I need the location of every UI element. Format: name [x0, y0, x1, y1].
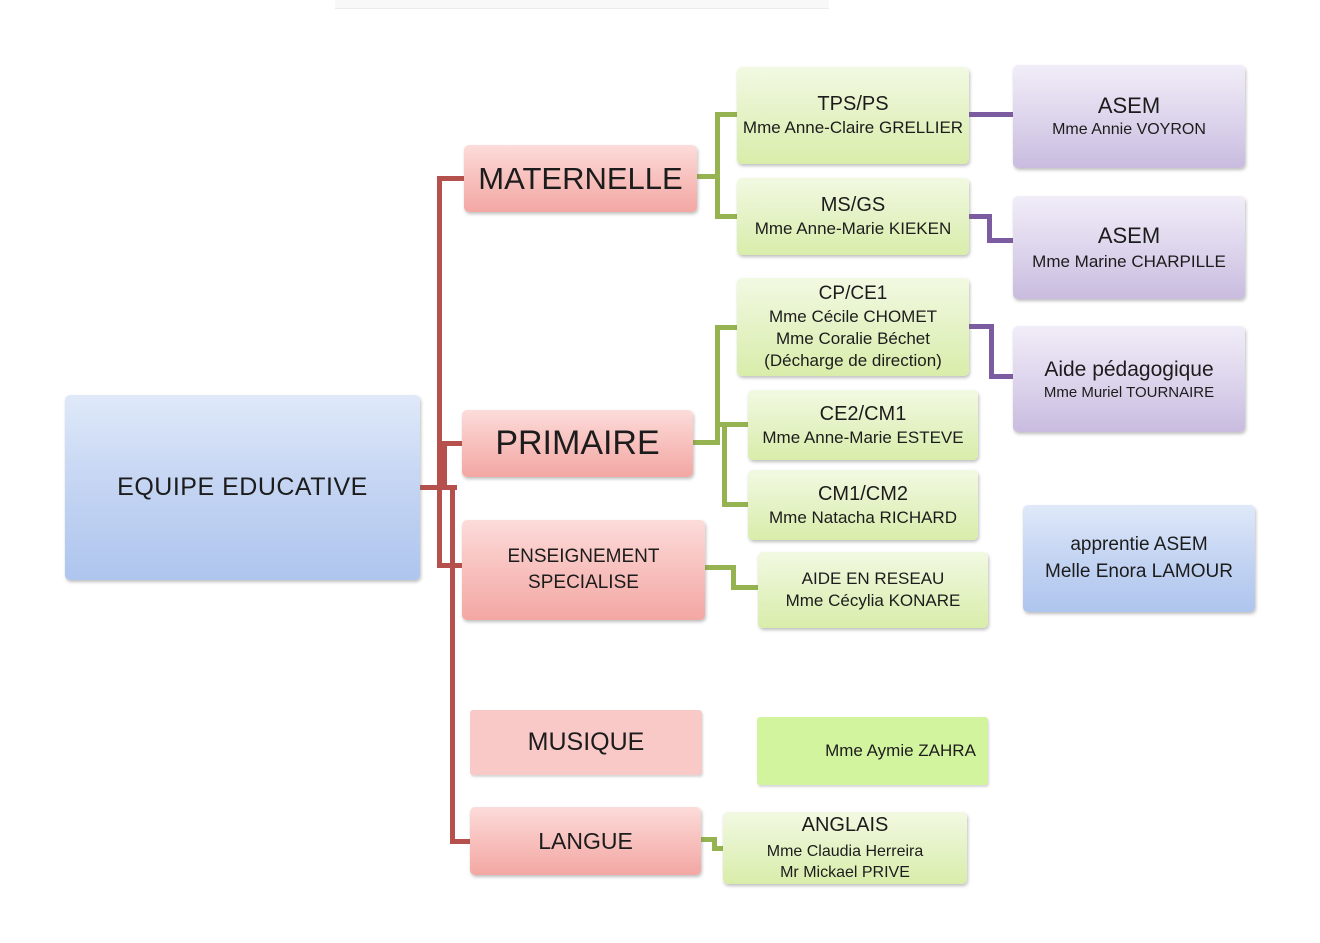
cropped-title-bar — [335, 0, 829, 9]
connector-green-primaire-out — [693, 440, 720, 445]
connector-purple-msgs-h2 — [987, 238, 1013, 243]
class-teacher: Mme Coralie Béchet — [775, 328, 930, 348]
class-title: MS/GS — [820, 194, 886, 217]
node-asem-voyron: ASEM Mme Annie VOYRON — [1013, 65, 1245, 168]
class-title: TPS/PS — [817, 93, 889, 116]
connector-green-maternelle-trunk — [715, 112, 720, 219]
node-musique: MUSIQUE — [470, 710, 702, 775]
connector-green-stub-msgs — [715, 214, 737, 219]
category-label: MATERNELLE — [478, 160, 683, 196]
connector-green-primaire-trunk — [715, 325, 720, 445]
assistant-name: Mme Muriel TOURNAIRE — [1043, 383, 1215, 401]
class-title: CM1/CM2 — [817, 482, 908, 505]
class-title: ANGLAIS — [801, 814, 889, 836]
connector-green-primaire-trunk2 — [722, 422, 727, 507]
node-ms-gs: MS/GS Mme Anne-Marie KIEKEN — [737, 178, 969, 255]
connector-green-langue-h2 — [712, 846, 724, 851]
connector-green-enseignement-h2 — [731, 585, 758, 590]
node-aide-en-reseau: AIDE EN RESEAU Mme Cécylia KONARE — [758, 552, 988, 628]
node-enseignement-specialise: ENSEIGNEMENT SPECIALISE — [462, 520, 705, 620]
node-tps-ps: TPS/PS Mme Anne-Claire GRELLIER — [737, 67, 969, 164]
assistant-title: Aide pédagogique — [1044, 357, 1214, 381]
class-teacher: Mr Mickael PRIVE — [780, 864, 910, 882]
connector-red-stub-maternelle — [437, 176, 465, 181]
assistant-title: apprentie ASEM — [1070, 533, 1208, 555]
class-title: CP/CE1 — [818, 282, 888, 304]
connector-green-stub-cm1cm2 — [722, 502, 748, 507]
node-maternelle: MATERNELLE — [464, 145, 697, 212]
connector-green-maternelle-out — [695, 174, 718, 179]
connector-green-enseignement-v — [731, 565, 736, 590]
category-label: MUSIQUE — [527, 728, 645, 756]
class-teacher: Mme Anne-Marie KIEKEN — [754, 219, 952, 239]
class-note: (Décharge de direction) — [764, 350, 942, 370]
node-apprentie-asem: apprentie ASEM Melle Enora LAMOUR — [1023, 505, 1255, 612]
class-title: CE2/CM1 — [819, 402, 907, 425]
node-musique-teacher: Mme Aymie ZAHRA — [757, 717, 988, 785]
class-teacher: Mme Cécylia KONARE — [785, 591, 961, 610]
node-primaire: PRIMAIRE — [462, 410, 693, 477]
class-teacher: Mme Cécile CHOMET — [768, 306, 938, 326]
assistant-title: ASEM — [1097, 223, 1161, 249]
connector-green-stub-ce2cm1 — [715, 422, 748, 427]
class-teacher: Mme Natacha RICHARD — [769, 507, 957, 527]
connector-purple-cpce1-v — [989, 324, 994, 379]
connector-green-stub-cpce1 — [715, 325, 737, 330]
connector-purple-cpce1-h2 — [989, 374, 1013, 379]
connector-purple-msgs-h1 — [968, 214, 992, 219]
node-asem-charpille: ASEM Mme Marine CHARPILLE — [1013, 196, 1245, 299]
connector-red-trunk-primaire — [442, 441, 447, 490]
assistant-name: Melle Enora LAMOUR — [1045, 560, 1233, 582]
node-cp-ce1: CP/CE1 Mme Cécile CHOMET Mme Coralie Béc… — [737, 278, 969, 376]
class-teacher: Mme Anne-Claire GRELLIER — [742, 118, 964, 138]
category-label-line2: SPECIALISE — [528, 572, 639, 593]
node-ce2-cm1: CE2/CM1 Mme Anne-Marie ESTEVE — [748, 390, 978, 460]
category-label: LANGUE — [538, 827, 633, 854]
class-teacher: Mme Claudia Herreira — [766, 843, 924, 861]
connector-green-langue-h1 — [700, 837, 717, 842]
node-aide-pedagogique: Aide pédagogique Mme Muriel TOURNAIRE — [1013, 326, 1245, 432]
node-equipe-educative: EQUIPE EDUCATIVE — [65, 395, 420, 580]
root-title: EQUIPE EDUCATIVE — [117, 473, 368, 501]
assistant-name: Mme Annie VOYRON — [1052, 121, 1206, 139]
assistant-title: ASEM — [1097, 92, 1161, 118]
node-langue: LANGUE — [470, 807, 701, 875]
connector-green-stub-tpsps — [715, 112, 737, 117]
connector-red-trunk-maternelle — [437, 176, 442, 490]
connector-green-enseignement-h1 — [705, 565, 736, 570]
connector-purple-cpce1-h1 — [968, 324, 994, 329]
class-teacher: Mme Aymie ZAHRA — [825, 740, 976, 760]
connector-purple-tpsps-asem — [968, 112, 1013, 117]
class-teacher: Mme Anne-Marie ESTEVE — [762, 427, 964, 447]
class-title: AIDE EN RESEAU — [801, 568, 945, 588]
category-label-line1: ENSEIGNEMENT — [507, 546, 660, 568]
connector-red-stub-primaire — [442, 441, 463, 446]
connector-red-trunk-bottom — [450, 487, 455, 844]
assistant-name: Mme Marine CHARPILLE — [1032, 251, 1226, 271]
category-label: PRIMAIRE — [495, 424, 660, 462]
connector-red-stub-langue — [450, 839, 470, 844]
connector-green-langue-v — [712, 837, 717, 851]
connector-red-trunk-enseignement — [437, 487, 442, 568]
connector-purple-msgs-v — [987, 214, 992, 243]
node-cm1-cm2: CM1/CM2 Mme Natacha RICHARD — [748, 470, 978, 540]
node-anglais: ANGLAIS Mme Claudia Herreira Mr Mickael … — [723, 812, 967, 884]
